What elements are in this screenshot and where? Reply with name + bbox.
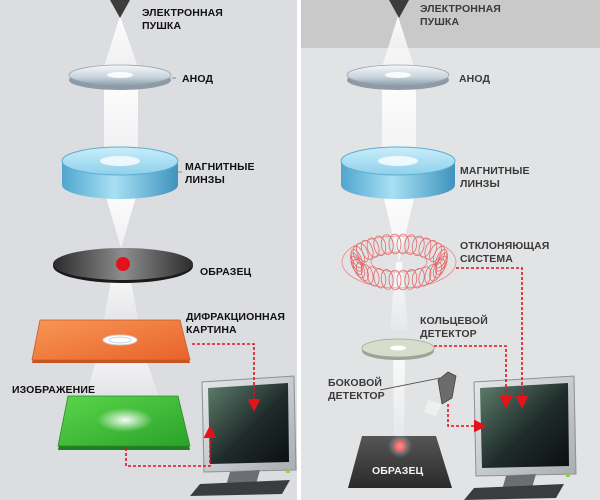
left-label-gun-line2: ПУШКА	[142, 20, 181, 32]
left-electron-gun-icon	[110, 0, 130, 18]
left-label-sample: ОБРАЗЕЦ	[200, 266, 252, 278]
coil-loop	[350, 249, 363, 269]
left-panel	[31, 0, 297, 496]
right-label-sample: ОБРАЗЕЦ	[372, 465, 424, 477]
right-label-ring-detector-line2: ДЕТЕКТОР	[420, 328, 477, 340]
left-image-plate	[57, 395, 191, 450]
right-ring-detector	[361, 338, 435, 360]
right-label-lenses-line1: МАГНИТНЫЕ	[460, 165, 530, 177]
coil-loop	[429, 242, 442, 263]
left-sample-dot	[116, 257, 130, 271]
right-signal-path-side	[447, 404, 487, 433]
left-label-gun-line1: ЭЛЕКТРОННАЯ	[142, 7, 223, 19]
left-monitor	[190, 375, 297, 496]
right-labels: ЭЛЕКТРОННАЯ ПУШКА АНОД МАГНИТНЫЕ ЛИНЗЫ О…	[328, 3, 552, 477]
right-label-side-detector: БОКОВОЙ ДЕТЕКТОР	[328, 376, 385, 402]
right-signal-path-deflection	[456, 267, 529, 409]
left-label-anode-line1: АНОД	[182, 73, 213, 85]
coil-loop	[411, 235, 425, 256]
right-label-side-detector-line2: ДЕТЕКТОР	[328, 390, 385, 402]
coil-loop	[396, 269, 410, 291]
right-label-deflection-line1: ОТКЛОНЯЮЩАЯ	[460, 240, 549, 252]
coil-loop	[356, 242, 369, 263]
left-signal-path-image	[125, 425, 217, 467]
right-label-gun: ЭЛЕКТРОННАЯ ПУШКА	[420, 3, 504, 28]
right-side-detector	[424, 371, 457, 416]
left-magnetic-lens	[61, 146, 179, 199]
left-label-diffraction: ДИФРАКЦИОННАЯ КАРТИНА	[186, 311, 288, 336]
left-label-diffraction-line2: КАРТИНА	[186, 324, 237, 336]
right-label-sample-line1: ОБРАЗЕЦ	[372, 465, 424, 477]
coil-loop	[429, 261, 442, 282]
coil-loop	[388, 233, 402, 255]
left-anode	[68, 64, 172, 90]
right-label-lenses: МАГНИТНЫЕ ЛИНЗЫ	[460, 165, 533, 190]
right-label-ring-detector-line1: КОЛЬЦЕВОЙ	[420, 314, 488, 327]
left-signal-path-diffraction	[192, 343, 261, 412]
left-diffraction-plate	[31, 319, 191, 363]
coil-loop	[435, 249, 448, 269]
coil-loop	[360, 239, 374, 260]
coil-loop	[396, 233, 410, 255]
left-sample-disc	[53, 248, 193, 283]
left-label-anode: АНОД	[182, 73, 213, 85]
right-label-anode: АНОД	[459, 73, 490, 85]
coil-loop	[366, 237, 380, 258]
right-label-anode-line1: АНОД	[459, 73, 490, 85]
coil-loop	[404, 269, 418, 290]
coil-loop	[404, 234, 418, 255]
right-label-lenses-line2: ЛИНЗЫ	[460, 178, 500, 190]
coil-loop	[418, 237, 432, 258]
coil-loop	[373, 235, 387, 256]
left-label-lenses-line2: ЛИНЗЫ	[185, 174, 225, 186]
left-label-gun: ЭЛЕКТРОННАЯ ПУШКА	[142, 7, 226, 32]
right-label-side-detector-line1: БОКОВОЙ	[328, 376, 382, 389]
right-label-deflection: ОТКЛОНЯЮЩАЯ СИСТЕМА	[460, 240, 552, 265]
coil-loop	[380, 234, 394, 255]
coil-loop	[388, 269, 402, 291]
coil-loop	[350, 252, 362, 272]
left-label-image-line1: ИЗОБРАЖЕНИЕ	[12, 384, 95, 396]
coil-loop	[418, 266, 432, 287]
left-label-diffraction-line1: ДИФРАКЦИОННАЯ	[186, 311, 285, 323]
coil-loop	[373, 268, 387, 289]
right-label-ring-detector: КОЛЬЦЕВОЙ ДЕТЕКТОР	[420, 314, 491, 340]
right-sample-stage	[348, 434, 452, 488]
left-label-sample-line1: ОБРАЗЕЦ	[200, 266, 252, 278]
panel-divider	[297, 0, 301, 500]
coil-loop	[436, 252, 448, 272]
right-label-gun-line2: ПУШКА	[420, 16, 459, 28]
left-label-lenses: МАГНИТНЫЕ ЛИНЗЫ	[185, 161, 258, 186]
right-magnetic-lens	[340, 146, 456, 199]
right-deflection-coil	[341, 233, 457, 291]
right-label-deflection-line2: СИСТЕМА	[460, 253, 513, 265]
right-signal-path-ring	[434, 345, 513, 409]
right-panel	[340, 0, 577, 500]
left-labels: ЭЛЕКТРОННАЯ ПУШКА АНОД МАГНИТНЫЕ ЛИНЗЫ О…	[12, 7, 288, 396]
left-label-image: ИЗОБРАЖЕНИЕ	[12, 384, 95, 396]
coil-loop	[435, 255, 448, 275]
right-electron-beam	[382, 16, 416, 440]
side-detector-leader	[379, 377, 441, 391]
right-anode	[346, 64, 450, 90]
right-panel-top-band	[300, 0, 600, 48]
coil-loop	[380, 269, 394, 290]
left-label-lenses-line1: МАГНИТНЫЕ	[185, 161, 255, 173]
coil-loop	[411, 268, 425, 289]
coil-loop	[366, 266, 380, 287]
right-electron-gun-icon	[389, 0, 409, 18]
right-label-gun-line1: ЭЛЕКТРОННАЯ	[420, 3, 501, 15]
